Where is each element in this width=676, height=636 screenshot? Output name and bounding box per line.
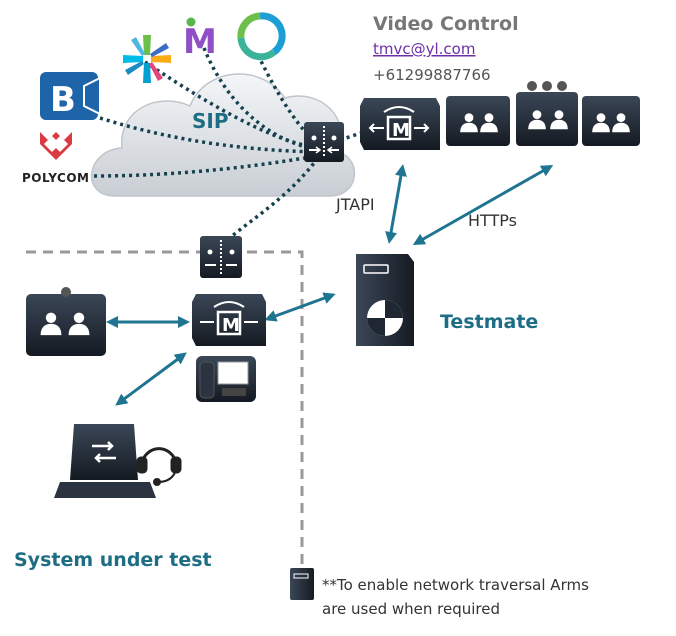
dotted-link-chrome bbox=[256, 54, 322, 148]
https-label: HTTPs bbox=[468, 211, 517, 230]
arrow-https bbox=[412, 165, 554, 245]
video-control-title: Video Control bbox=[373, 13, 519, 35]
jtapi-label: JTAPI bbox=[335, 195, 375, 214]
arrow-jtapi bbox=[385, 164, 407, 244]
bluejeans-logo-icon: B bbox=[40, 72, 101, 120]
bluejeans-logo-letter: B bbox=[50, 80, 76, 120]
dotted-link-webex bbox=[144, 60, 319, 150]
note-line-2: are used when required bbox=[322, 600, 500, 618]
meet-logo-letter: M bbox=[183, 22, 217, 62]
arm-device-icon bbox=[290, 568, 314, 600]
headset-icon bbox=[136, 447, 182, 486]
sip-cloud-icon bbox=[90, 73, 355, 197]
polycom-logo-text: POLYCOM bbox=[22, 171, 89, 185]
telepresence-endpoint-icon bbox=[446, 81, 640, 146]
polycom-logo-icon bbox=[40, 132, 72, 160]
arrow-laptop-mcu bbox=[115, 352, 187, 406]
ip-phone-icon bbox=[196, 356, 256, 402]
dotted-link-mcu bbox=[339, 128, 371, 142]
system-boundary-line bbox=[26, 250, 304, 565]
video-control-phone: +61299887766 bbox=[373, 66, 491, 84]
note-line-1: **To enable network traversal Arms bbox=[322, 576, 589, 594]
svg-text:M: M bbox=[222, 315, 240, 336]
dotted-link-meet bbox=[202, 47, 319, 152]
cloud-label: SIP bbox=[192, 109, 229, 133]
system-under-test-label: System under test bbox=[14, 549, 212, 571]
firewall-icon bbox=[304, 122, 344, 162]
server-icon bbox=[356, 254, 414, 346]
mcu-lower-icon: M bbox=[192, 294, 266, 346]
dotted-link-bluejeans bbox=[99, 116, 317, 154]
meet-logo-icon: M bbox=[183, 17, 217, 62]
laptop-icon bbox=[54, 424, 156, 498]
webex-icon bbox=[123, 35, 171, 83]
arrows bbox=[106, 164, 554, 406]
testmate-label: Testmate bbox=[440, 311, 538, 333]
mcu-icon: M bbox=[360, 98, 440, 150]
chrome-circle-icon bbox=[237, 12, 286, 61]
dotted-links bbox=[93, 47, 371, 238]
svg-text:M: M bbox=[392, 120, 410, 141]
firewall-lower-icon bbox=[200, 236, 242, 278]
video-control-email[interactable]: tmvc@yl.com bbox=[373, 40, 475, 58]
arrow-mcu-testmate bbox=[264, 292, 336, 322]
dotted-link-down bbox=[230, 156, 320, 238]
video-endpoint-icon bbox=[26, 287, 106, 356]
